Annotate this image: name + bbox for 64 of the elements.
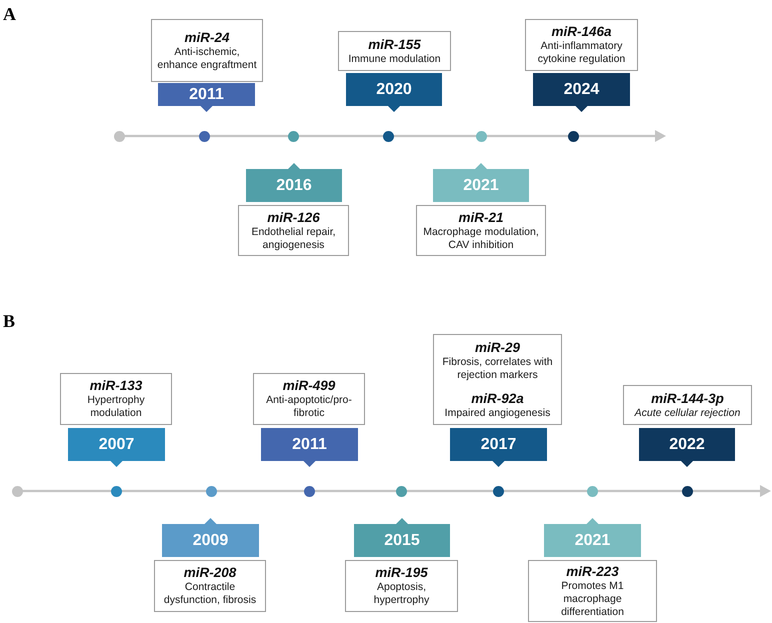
info-card	[60, 373, 172, 425]
info-card	[151, 19, 263, 82]
year-text: 2020	[376, 80, 412, 100]
description-text: Immune modulation	[348, 52, 441, 66]
year-text: 2011	[292, 434, 327, 454]
mirna-name: miR-146a	[551, 24, 612, 40]
description-text: Fibrosis, correlates with rejection markers	[441, 356, 554, 382]
info-card	[433, 334, 562, 425]
panel-label: B	[3, 311, 16, 331]
year-tag	[261, 428, 358, 467]
mirna-name: miR-21	[458, 210, 504, 226]
year-tag	[639, 428, 735, 467]
year-text: 2007	[98, 434, 134, 454]
year-tag	[533, 73, 630, 112]
year-tag	[433, 163, 529, 202]
mirna-name: miR-29	[474, 340, 520, 356]
info-card	[253, 373, 365, 425]
year-text: 2009	[192, 530, 228, 550]
description-text: Acute cellular rejection	[634, 406, 740, 420]
info-card	[154, 560, 266, 612]
description-text: Hypertrophy modulation	[86, 394, 146, 420]
mirna-name: miR-126	[267, 210, 320, 226]
year-tag	[544, 518, 641, 557]
info-card	[338, 31, 451, 71]
info-card	[525, 19, 638, 71]
year-tag	[162, 518, 259, 557]
year-tag	[68, 428, 165, 467]
description-text: Promotes M1 macrophage differentiation	[560, 580, 625, 618]
info-card	[623, 385, 752, 425]
mirna-name: miR-223	[566, 564, 619, 580]
description-text: Anti-inflammatory cytokine regulation	[536, 40, 626, 66]
mirna-name: miR-24	[184, 30, 230, 46]
description-text: Anti-ischemic, enhance engraftment	[156, 46, 258, 72]
description-text: Macrophage modulation, CAV inhibition	[422, 226, 540, 252]
year-text: 2022	[669, 434, 705, 454]
mirna-name: miR-499	[282, 378, 336, 394]
mirna-name: miR-92a	[471, 390, 524, 406]
panel-label: A	[3, 4, 16, 24]
year-tag	[158, 83, 255, 112]
description-text: Anti-apoptotic/pro-fibrotic	[265, 394, 353, 420]
year-text: 2024	[564, 80, 600, 100]
year-text: 2021	[574, 530, 610, 550]
mirna-name: miR-144-3p	[651, 390, 724, 406]
info-card	[528, 560, 657, 622]
mirna-name: miR-208	[184, 565, 236, 581]
year-text: 2011	[189, 84, 224, 104]
year-tag	[354, 518, 450, 557]
mirna-name: miR-195	[375, 565, 428, 581]
year-tag	[246, 163, 342, 202]
mirna-name: miR-133	[90, 378, 142, 394]
year-text: 2016	[276, 176, 312, 196]
description-text: Contractile dysfunction, fibrosis	[162, 581, 258, 607]
year-tag	[346, 73, 442, 112]
year-text: 2015	[384, 530, 420, 550]
year-text: 2017	[480, 434, 516, 454]
description-text: Apoptosis, hypertrophy	[372, 581, 430, 607]
description-text: Endothelial repair, angiogenesis	[250, 226, 337, 252]
info-card	[238, 205, 349, 256]
info-card	[416, 205, 546, 256]
year-text: 2021	[463, 176, 499, 196]
mirna-name: miR-155	[368, 36, 421, 52]
description-text: Impaired angiogenesis	[444, 406, 550, 420]
info-card	[345, 560, 458, 612]
year-tag	[450, 428, 547, 467]
